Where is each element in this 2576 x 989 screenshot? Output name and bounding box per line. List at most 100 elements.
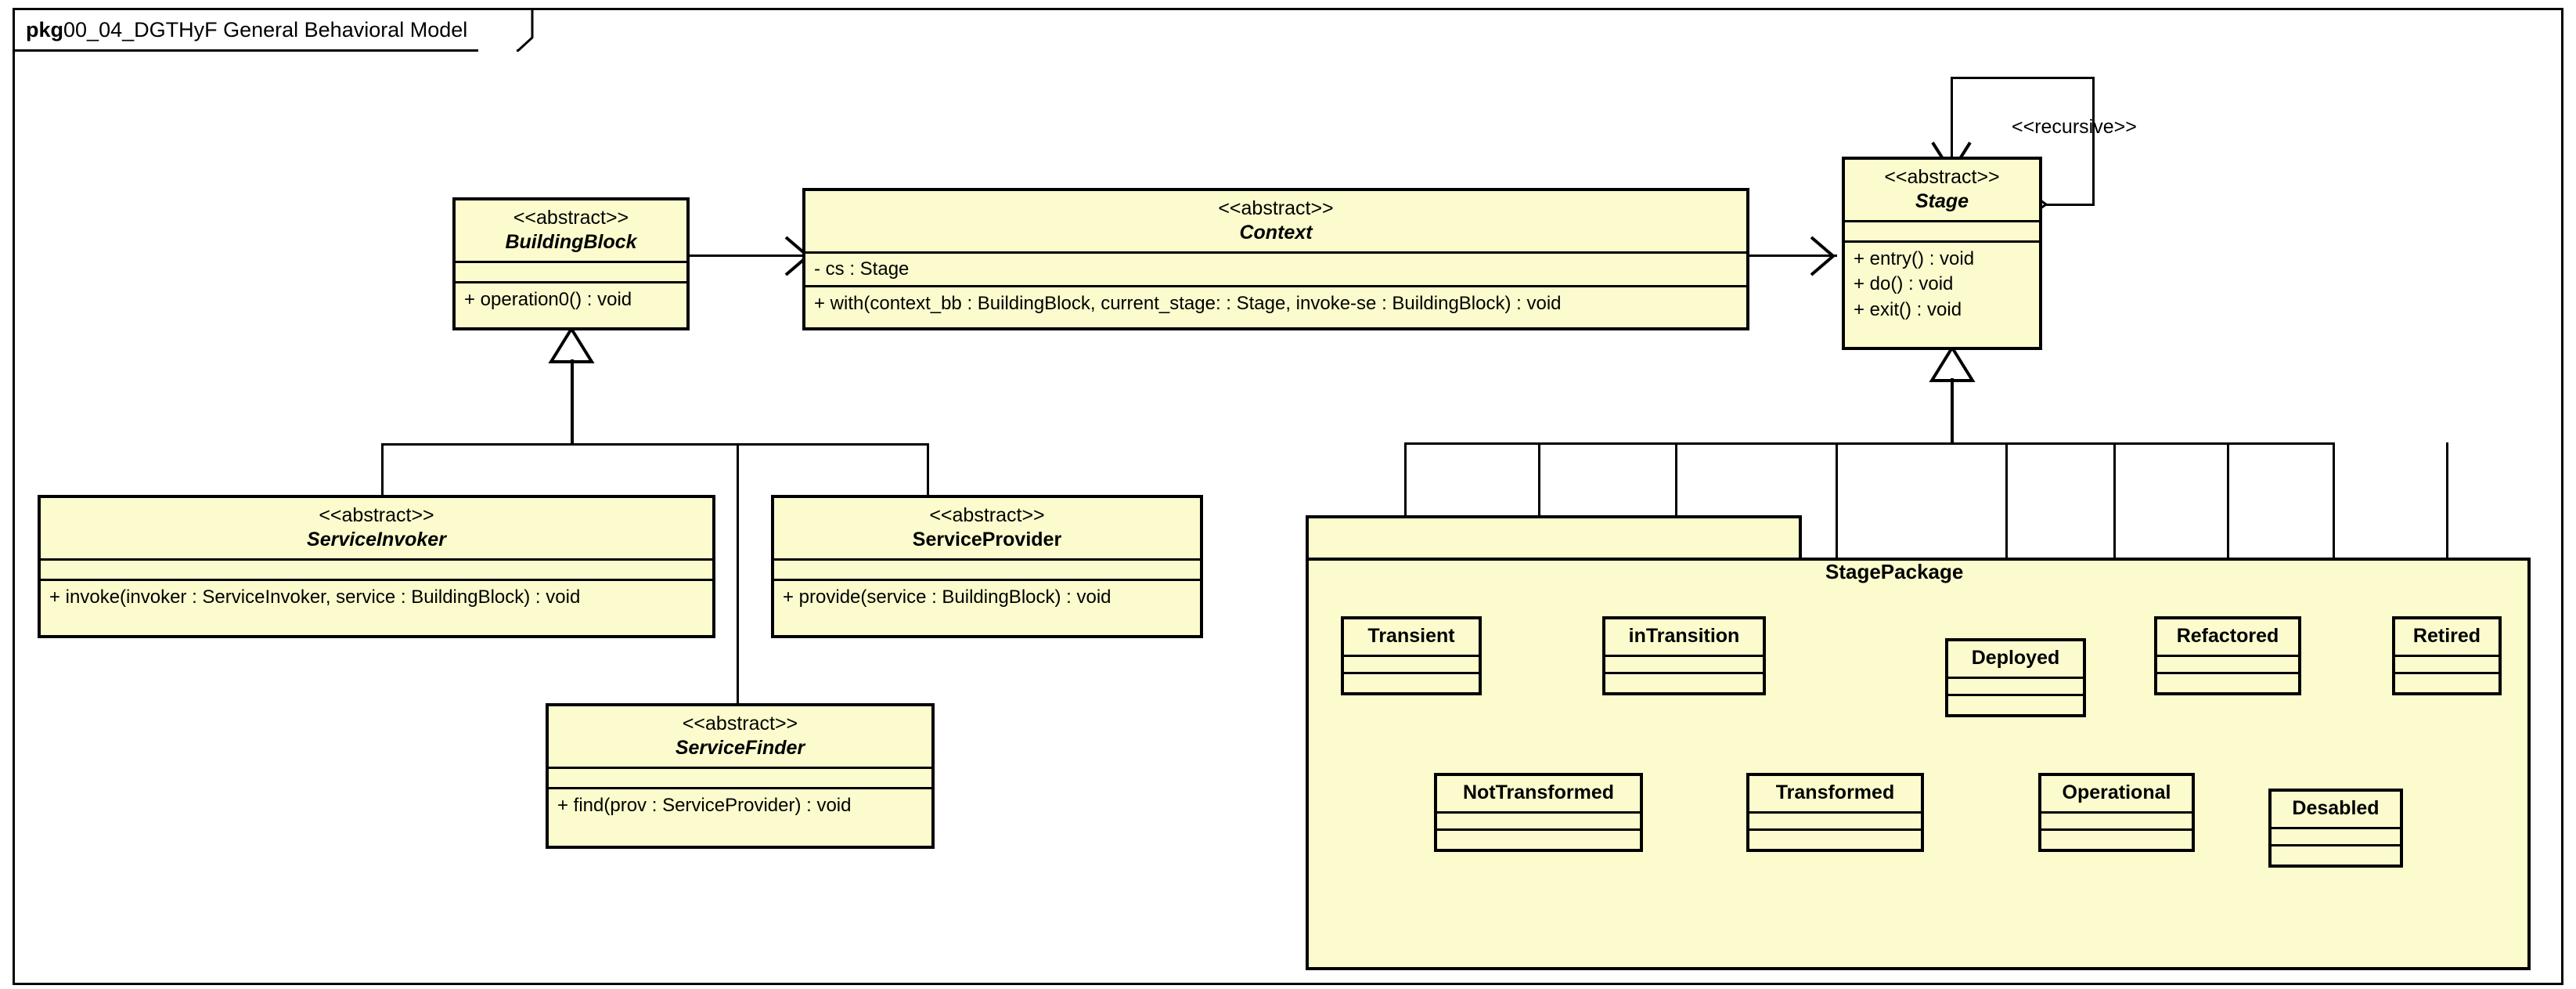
stereotype-label: <<abstract>> — [513, 207, 629, 229]
drop-retired — [2446, 442, 2448, 616]
stereotype-label: <<abstract>> — [1884, 166, 2000, 188]
recursive-loop-down — [1951, 77, 1953, 161]
class-stage-attributes — [1845, 222, 2039, 243]
class-transient[interactable]: Transient — [1341, 616, 1482, 695]
drop-servicefinder — [737, 443, 739, 713]
class-name-label: ServiceFinder — [675, 736, 805, 759]
class-deployed-operations — [1948, 696, 2083, 716]
class-transformed-attributes — [1749, 814, 1921, 831]
operation-row: + do() : void — [1854, 273, 1954, 295]
class-context-operations: + with(context_bb : BuildingBlock, curre… — [805, 287, 1746, 327]
class-servicefinder-operations: + find(prov : ServiceProvider) : void — [549, 789, 931, 846]
class-intransition[interactable]: inTransition — [1602, 616, 1766, 695]
class-buildingblock-operations: + operation0() : void — [456, 283, 686, 327]
stereotype-label: <<abstract>> — [929, 504, 1045, 526]
class-stage[interactable]: <<abstract>> Stage + entry() : void + do… — [1842, 157, 2042, 350]
class-transient-attributes — [1344, 657, 1479, 674]
class-buildingblock-header: <<abstract>> BuildingBlock — [456, 200, 686, 263]
generalization-bus-buildingblock — [381, 443, 929, 446]
class-name-label: Context — [1239, 221, 1313, 244]
class-nottransformed-header: NotTransformed — [1437, 776, 1640, 814]
operation-row: + provide(service : BuildingBlock) : voi… — [783, 587, 1111, 608]
recursive-stereotype-label: <<recursive>> — [2012, 116, 2137, 138]
class-serviceinvoker[interactable]: <<abstract>> ServiceInvoker + invoke(inv… — [38, 495, 715, 638]
class-context-header: <<abstract>> Context — [805, 191, 1746, 254]
drop-serviceinvoker — [381, 443, 384, 496]
recursive-loop-right — [2092, 77, 2095, 205]
frame-title: 00_04_DGTHyF General Behavioral Model — [63, 17, 468, 42]
class-retired[interactable]: Retired — [2392, 616, 2502, 695]
drop-deployed — [2005, 442, 2008, 638]
class-intransition-header: inTransition — [1605, 619, 1763, 657]
class-name-label: Stage — [1915, 189, 1969, 212]
stereotype-label: <<abstract>> — [1218, 197, 1334, 219]
class-operational-attributes — [2041, 814, 2192, 831]
class-serviceprovider[interactable]: <<abstract>> ServiceProvider + provide(s… — [771, 495, 1203, 638]
frame-keyword: pkg — [26, 17, 64, 42]
class-nottransformed-operations — [1437, 831, 1640, 851]
generalization-stem-buildingblock — [571, 359, 574, 445]
class-desabled-header: Desabled — [2272, 792, 2400, 829]
class-desabled-operations — [2272, 846, 2400, 867]
class-context[interactable]: <<abstract>> Context - cs : Stage + with… — [802, 188, 1749, 330]
class-refactored-header: Refactored — [2157, 619, 2298, 657]
edge-buildingblock-context — [689, 254, 806, 257]
class-nottransformed[interactable]: NotTransformed — [1434, 773, 1643, 852]
operation-row: + invoke(invoker : ServiceInvoker, servi… — [49, 587, 581, 608]
class-operational[interactable]: Operational — [2038, 773, 2195, 852]
class-name-label: Refactored — [2176, 625, 2279, 647]
class-desabled-attributes — [2272, 829, 2400, 846]
class-name-label: Retired — [2412, 625, 2481, 647]
class-name-label: Transient — [1367, 625, 1455, 647]
class-retired-operations — [2395, 674, 2499, 695]
frame-tab-corner — [517, 8, 540, 52]
class-refactored-operations — [2157, 674, 2298, 695]
class-stage-operations: + entry() : void + do() : void + exit() … — [1845, 243, 2039, 347]
class-deployed-header: Deployed — [1948, 641, 2083, 679]
stereotype-label: <<abstract>> — [682, 713, 798, 735]
class-transformed[interactable]: Transformed — [1746, 773, 1924, 852]
class-transient-header: Transient — [1344, 619, 1479, 657]
class-refactored[interactable]: Refactored — [2154, 616, 2301, 695]
recursive-loop-to-diamond — [2045, 204, 2095, 206]
generalization-triangle-buildingblock — [548, 326, 595, 363]
edge-context-stage — [1747, 254, 1837, 257]
class-name-label: Desabled — [2292, 797, 2380, 819]
generalization-stem-stage — [1951, 378, 1954, 444]
class-name-label: ServiceInvoker — [307, 528, 446, 550]
operation-row: + exit() : void — [1854, 298, 1962, 320]
class-operational-operations — [2041, 831, 2192, 851]
class-transformed-header: Transformed — [1749, 776, 1921, 814]
class-retired-attributes — [2395, 657, 2499, 674]
class-buildingblock[interactable]: <<abstract>> BuildingBlock + operation0(… — [452, 197, 690, 330]
diagram-frame — [13, 8, 2563, 985]
drop-serviceprovider — [927, 443, 929, 496]
arrowhead-context-stage — [1800, 231, 1847, 281]
class-transient-operations — [1344, 674, 1479, 695]
class-name-label: BuildingBlock — [505, 230, 637, 253]
class-serviceinvoker-attributes — [41, 561, 712, 581]
class-serviceinvoker-operations: + invoke(invoker : ServiceInvoker, servi… — [41, 581, 712, 635]
class-stage-header: <<abstract>> Stage — [1845, 160, 2039, 222]
class-transformed-operations — [1749, 831, 1921, 851]
class-servicefinder-header: <<abstract>> ServiceFinder — [549, 706, 931, 769]
class-servicefinder[interactable]: <<abstract>> ServiceFinder + find(prov :… — [546, 703, 935, 849]
class-retired-header: Retired — [2395, 619, 2499, 657]
class-refactored-attributes — [2157, 657, 2298, 674]
class-intransition-operations — [1605, 674, 1763, 695]
stage-package-body — [1306, 558, 2531, 970]
operation-row: + with(context_bb : BuildingBlock, curre… — [814, 293, 1562, 315]
class-name-label: Transformed — [1775, 781, 1895, 803]
attribute-row: - cs : Stage — [814, 258, 910, 280]
operation-row: + entry() : void — [1854, 248, 1975, 269]
class-serviceprovider-attributes — [774, 561, 1200, 581]
class-name-label: NotTransformed — [1462, 781, 1615, 803]
generalization-triangle-stage — [1929, 345, 1976, 382]
class-desabled[interactable]: Desabled — [2268, 789, 2403, 868]
class-serviceinvoker-header: <<abstract>> ServiceInvoker — [41, 498, 712, 561]
class-buildingblock-attributes — [456, 263, 686, 283]
class-deployed[interactable]: Deployed — [1945, 638, 2086, 717]
class-intransition-attributes — [1605, 657, 1763, 674]
class-deployed-attributes — [1948, 679, 2083, 696]
